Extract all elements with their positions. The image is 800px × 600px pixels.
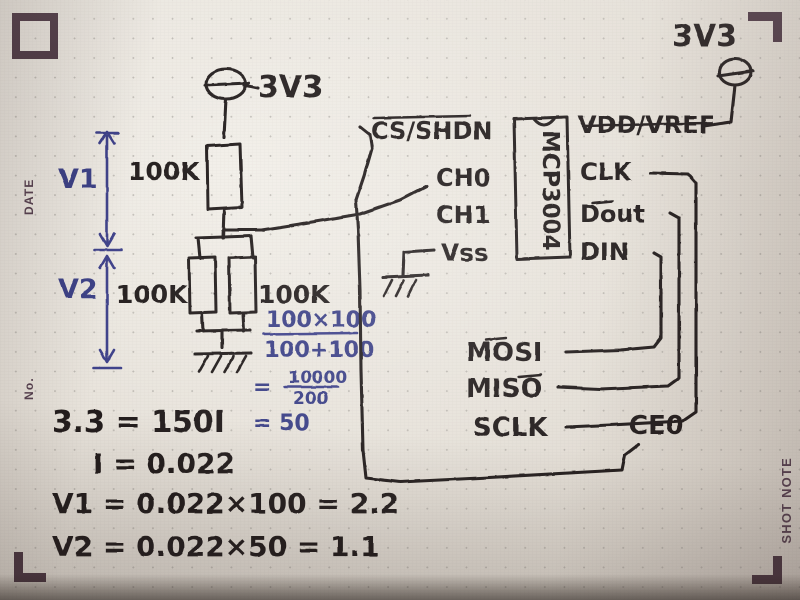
parallel-result: = 50 [253, 411, 310, 436]
ground-symbol-divider [193, 351, 253, 374]
parallel-numerator: 100×100 [266, 308, 376, 333]
pin-dout: Dout [580, 200, 645, 228]
wire-din-to-mosi [564, 251, 663, 354]
cs-shdn-overline [372, 114, 472, 120]
chip-label: MCP3004 [537, 130, 563, 251]
wire-dout-to-miso [556, 211, 681, 391]
supply-symbol-right [702, 57, 755, 128]
equation-ohms-law: 3.3 = 150I [52, 405, 225, 440]
fiducial-top-right [748, 12, 782, 42]
mosi-overline [484, 336, 508, 342]
mcp3004-chip-body [512, 115, 572, 261]
supply-label-right: 3V3 [672, 19, 737, 54]
pin-ch0: CH0 [436, 164, 490, 192]
vdd-vref-strike [581, 121, 708, 128]
parallel-denominator: 100+100 [264, 338, 374, 363]
pin-cs-shdn: CS/SHDN [371, 117, 493, 145]
miso-overline [517, 373, 543, 379]
wire-ce0-to-cs [354, 125, 640, 484]
equation-v1: V1 = 0.022×100 = 2.2 [52, 487, 399, 520]
wire-node-to-ch0 [221, 184, 429, 232]
signal-ce0: CE0 [629, 411, 684, 441]
pin-clk: CLK [580, 158, 633, 186]
signal-sclk: SCLK [473, 413, 548, 443]
supply-label-left: 3V3 [258, 70, 323, 105]
parallel-equals-1: = [253, 375, 271, 400]
signal-mosi: MOSI [466, 338, 542, 368]
equation-current: I = 0.022 [93, 447, 235, 480]
fiducial-top-left [12, 13, 58, 59]
resistor-top [205, 142, 244, 240]
voltage-arrows [92, 130, 123, 370]
wire-clk-to-sclk [564, 171, 698, 429]
dout-overline [590, 199, 615, 205]
resistor-left-label: 100K [116, 280, 189, 309]
v2-label: V2 [58, 274, 98, 305]
supply-symbol-left [203, 67, 260, 139]
parallel-frac2-denominator: 200 [293, 389, 329, 409]
resistor-pair-parallel [187, 234, 258, 350]
resistor-right-label: 100K [258, 280, 331, 309]
ground-symbol-vss [381, 248, 436, 298]
resistor-top-label: 100K [128, 157, 201, 186]
pin-din: DIN [580, 238, 629, 266]
equation-v2: V2 = 0.022×50 = 1.1 [52, 530, 380, 563]
signal-miso: MISO [466, 374, 542, 404]
v1-label: V1 [58, 164, 98, 195]
pin-vss: Vss [441, 239, 488, 267]
pin-ch1: CH1 [436, 201, 490, 229]
parallel-resistance-math: 100×100 100+100 = 10000 200 = 50 [253, 308, 376, 436]
parallel-frac2-numerator: 10000 [288, 368, 347, 388]
